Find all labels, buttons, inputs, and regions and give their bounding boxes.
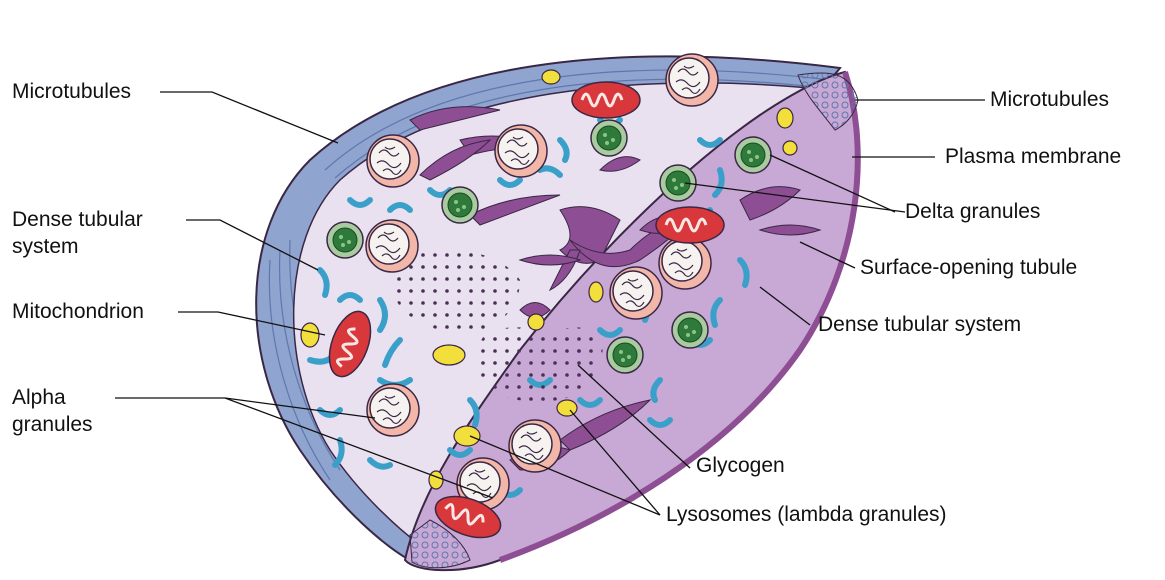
label-surface-opening-tubule: Surface-opening tubule (860, 255, 1077, 281)
label-mitochondrion: Mitochondrion (12, 299, 144, 325)
label-dense-tubular-right: Dense tubular system (818, 312, 1021, 338)
label-glycogen: Glycogen (696, 453, 785, 479)
label-delta-granules: Delta granules (905, 199, 1040, 225)
label-microtubules-right: Microtubules (990, 87, 1109, 113)
label-plasma-membrane: Plasma membrane (945, 144, 1121, 170)
label-lysosomes: Lysosomes (lambda granules) (666, 502, 947, 528)
label-microtubules-left: Microtubules (12, 79, 131, 105)
label-dense-tubular-left-1: Dense tubular (12, 207, 143, 233)
label-alpha-1: Alpha (12, 385, 66, 411)
label-dense-tubular-left-2: system (12, 234, 79, 260)
label-alpha-2: granules (12, 412, 93, 438)
